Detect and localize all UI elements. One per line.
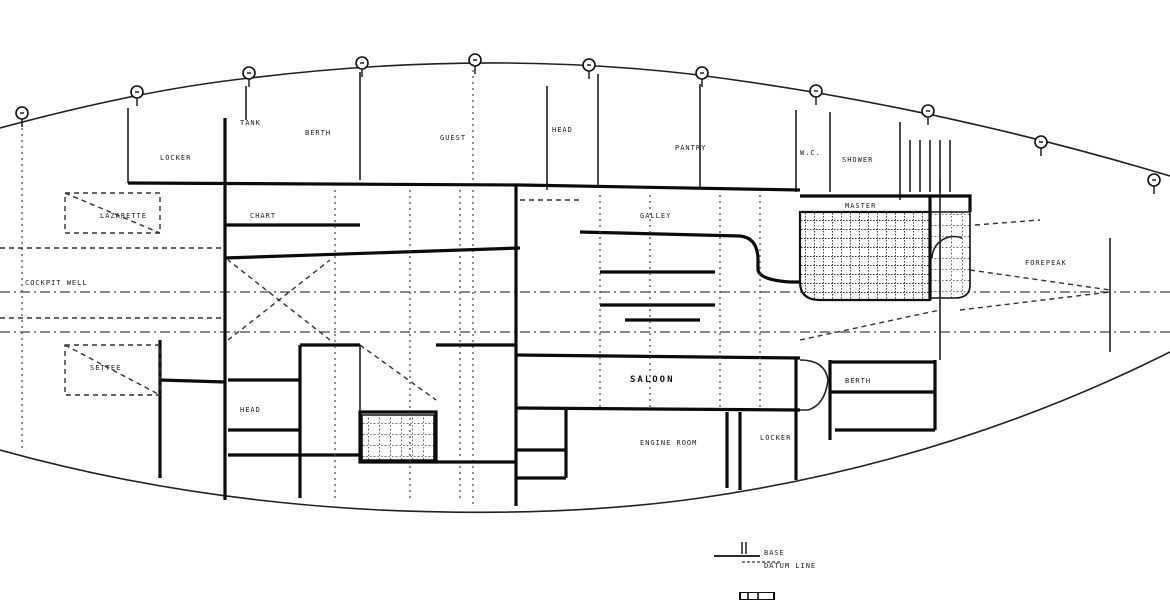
frame-marker (355, 56, 369, 77)
label-cockpit-well: COCKPIT WELL (25, 279, 88, 287)
label-wc: W.C. (800, 149, 821, 157)
frame-marker (242, 66, 256, 87)
hull-outline (0, 62, 1170, 514)
label-berth-2: BERTH (845, 377, 871, 385)
bow-section (799, 140, 1111, 411)
label-guest: GUEST (440, 134, 466, 142)
room-labels: LAZARETTE LOCKER TANK BERTH GUEST HEAD P… (25, 119, 1067, 447)
label-tank: TANK (240, 119, 261, 127)
scale-bar: BASE DATUM LINE (714, 542, 816, 570)
label-locker-2: LOCKER (760, 434, 791, 442)
scale-label-base: BASE (764, 549, 785, 557)
frame-marker (1034, 135, 1048, 156)
label-forepeak: FOREPEAK (1025, 259, 1067, 267)
frame-marker (582, 58, 596, 79)
title-block-mark (739, 592, 775, 600)
frame-station-lines (21, 64, 1111, 505)
label-settee: SETTEE (90, 364, 121, 372)
label-pantry: PANTRY (675, 144, 706, 152)
stern-section (0, 190, 761, 500)
frame-marker (15, 106, 29, 127)
frame-marker (695, 66, 709, 87)
label-saloon: SALOON (630, 375, 675, 385)
label-locker-1: LOCKER (160, 154, 191, 162)
scale-label-datum: DATUM LINE (764, 562, 816, 570)
frame-marker (1147, 173, 1161, 194)
frame-marker (921, 104, 935, 125)
label-engine-room: ENGINE ROOM (640, 439, 697, 447)
label-head-2: HEAD (240, 406, 261, 414)
label-berth-1: BERTH (305, 129, 331, 137)
label-master: MASTER (845, 202, 876, 210)
frame-marker (468, 53, 482, 74)
label-chart: CHART (250, 212, 276, 220)
label-galley: GALLEY (640, 212, 671, 220)
label-head-1: HEAD (552, 126, 573, 134)
frame-station-markers (15, 53, 1161, 194)
frame-marker (130, 85, 144, 106)
bulkheads (127, 118, 937, 506)
label-shower: SHOWER (842, 156, 873, 164)
frame-marker (809, 84, 823, 105)
label-lazarette: LAZARETTE (100, 212, 147, 220)
